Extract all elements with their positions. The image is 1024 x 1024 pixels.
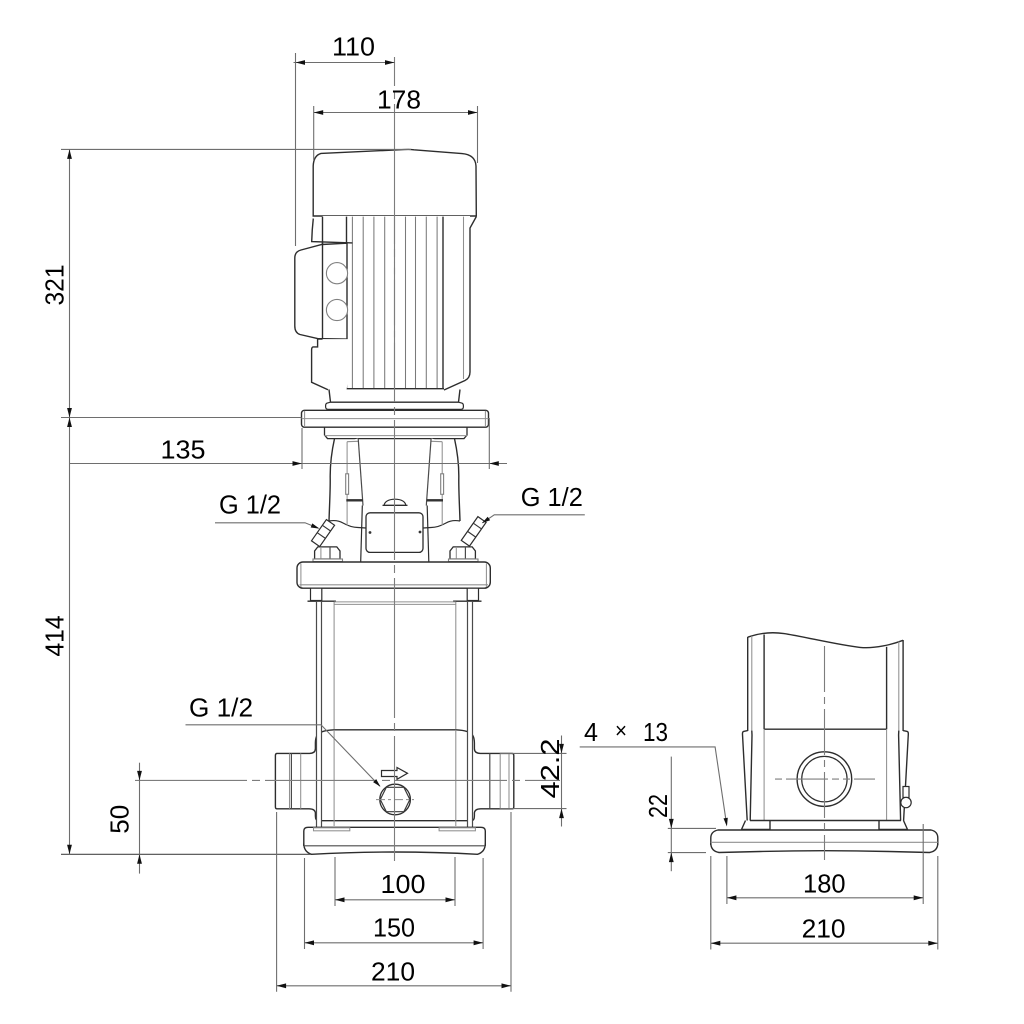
svg-text:210: 210: [371, 957, 415, 987]
svg-text:414: 414: [40, 616, 70, 657]
svg-text:42.2: 42.2: [535, 739, 565, 799]
svg-text:100: 100: [381, 869, 426, 899]
svg-text:210: 210: [802, 913, 846, 943]
svg-text:110: 110: [332, 32, 375, 62]
svg-text:×: ×: [615, 718, 627, 743]
svg-text:G 1/2: G 1/2: [189, 693, 253, 723]
svg-text:22: 22: [643, 794, 673, 818]
svg-text:13: 13: [643, 717, 668, 747]
svg-text:4: 4: [584, 717, 598, 747]
svg-text:150: 150: [373, 913, 415, 943]
svg-text:50: 50: [104, 805, 134, 834]
svg-text:178: 178: [377, 85, 421, 115]
svg-text:G 1/2: G 1/2: [521, 482, 583, 512]
svg-text:321: 321: [39, 265, 69, 306]
svg-text:G 1/2: G 1/2: [219, 490, 281, 520]
svg-text:135: 135: [161, 435, 206, 465]
svg-text:180: 180: [803, 869, 846, 899]
